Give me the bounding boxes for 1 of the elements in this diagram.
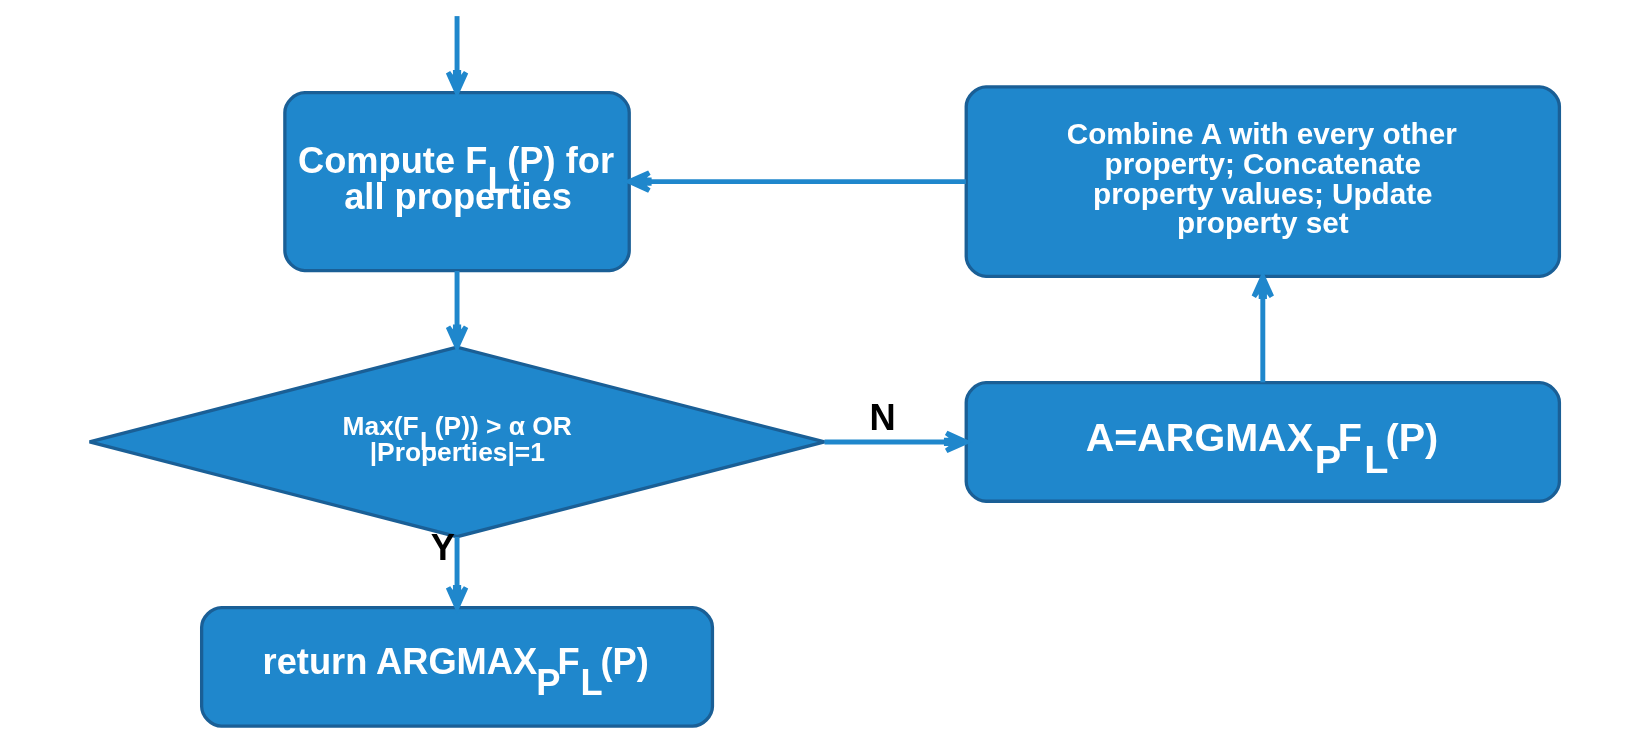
- edge-label: N: [868, 396, 896, 438]
